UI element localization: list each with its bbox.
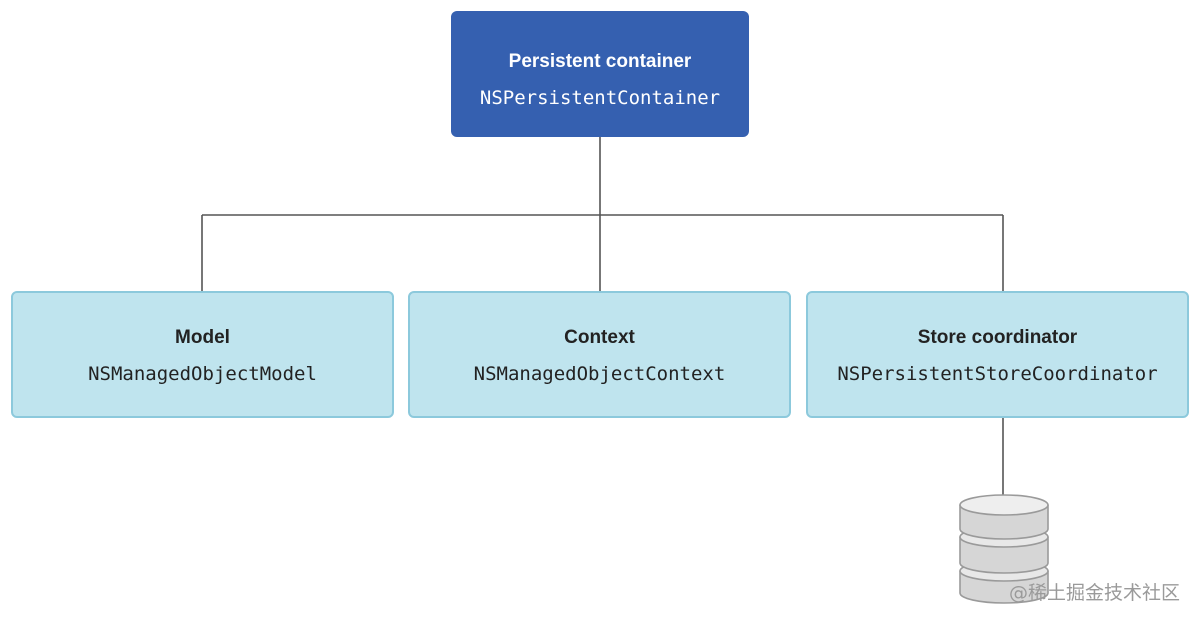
store-coordinator-box: Store coordinator NSPersistentStoreCoord… <box>806 291 1189 418</box>
model-title: Model <box>175 327 230 348</box>
context-title: Context <box>564 327 635 348</box>
model-box: Model NSManagedObjectModel <box>11 291 394 418</box>
context-box: Context NSManagedObjectContext <box>408 291 791 418</box>
store-coordinator-class: NSPersistentStoreCoordinator <box>837 363 1158 385</box>
persistent-container-class: NSPersistentContainer <box>479 87 721 109</box>
model-class: NSManagedObjectModel <box>88 363 317 385</box>
persistent-container-box: Persistent container NSPersistentContain… <box>451 11 749 137</box>
store-coordinator-title: Store coordinator <box>917 327 1078 348</box>
context-class: NSManagedObjectContext <box>473 363 726 385</box>
database-icon <box>959 494 1049 604</box>
watermark: @稀土掘金技术社区 <box>1008 582 1180 604</box>
persistent-container-title: Persistent container <box>508 51 692 72</box>
